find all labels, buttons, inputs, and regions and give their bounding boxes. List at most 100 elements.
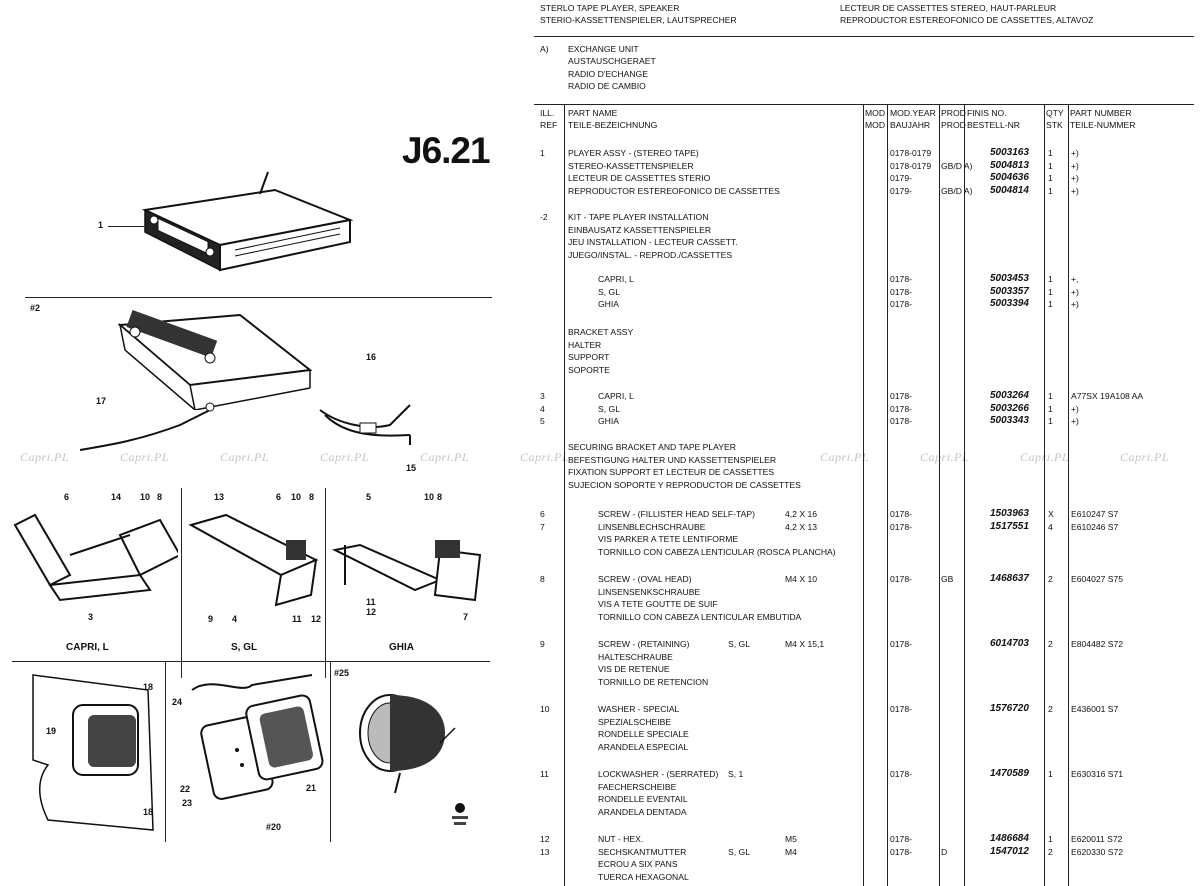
label-17: 17 xyxy=(96,396,107,406)
row-24-ref: 7 xyxy=(540,521,545,532)
row-2-qty: 1 xyxy=(1048,160,1053,171)
row-31-name: SCREW - (RETAINING) xyxy=(598,639,690,649)
row-26-name: TORNILLO CON CABEZA LENTICULAR (ROSCA PL… xyxy=(598,546,836,557)
label-c13: 13 xyxy=(214,492,225,502)
row-10-finis: 5003357 xyxy=(990,285,1029,297)
label-c10: 10 xyxy=(291,492,302,502)
tape-player-drawing xyxy=(140,170,360,280)
row-31-finis: 6014703 xyxy=(990,638,1029,649)
row-29-name: VIS A TETE GOUTTE DE SUIF xyxy=(598,599,718,609)
row-2-year: 0178-0179 xyxy=(890,160,932,171)
row-44-finis: 1547012 xyxy=(990,845,1029,857)
row-31-mod: S, GL xyxy=(728,639,750,649)
row-3-year: 0179- xyxy=(890,173,912,183)
label-d11: 11 xyxy=(366,597,376,607)
label-s22: 22 xyxy=(180,784,191,794)
rule-table-top xyxy=(534,104,1194,105)
label-d7: 7 xyxy=(463,612,469,622)
label-b6: 6 xyxy=(64,492,70,502)
row-41-name: RONDELLE EVENTAIL xyxy=(598,794,688,804)
row-2-prod: GB/D A) xyxy=(941,160,973,171)
row-24-qty: 4 xyxy=(1048,521,1053,532)
row-27-prod: GB xyxy=(941,574,954,584)
caption-capri: CAPRI, L xyxy=(66,642,109,653)
row-39-mod: S, 1 xyxy=(728,769,744,779)
row-33-name: VIS DE RETENUE xyxy=(598,664,670,674)
watermark-1: Capri.PL xyxy=(20,450,70,464)
watermark-6: Capri.PL xyxy=(520,450,570,464)
watermark-8: Capri.PL xyxy=(920,450,970,464)
row-18-qty: 1 xyxy=(1048,416,1053,426)
row-1-qty: 1 xyxy=(1048,148,1053,158)
row-39-ref: 11 xyxy=(540,769,549,779)
row-9-qty: 1 xyxy=(1048,274,1053,284)
row-23-ref: 6 xyxy=(540,509,545,519)
row-2-name: STEREO-KASSETTENSPIELER xyxy=(568,160,694,171)
header-mod-2: MOD xyxy=(865,120,886,130)
row-13-name: HALTER xyxy=(568,339,602,350)
row-1-finis: 5003163 xyxy=(990,147,1029,158)
row-10-part: +) xyxy=(1071,286,1079,297)
header-name-1: PART NAME xyxy=(568,108,618,118)
row-44-qty: 2 xyxy=(1048,846,1053,857)
row-10-name: S, GL xyxy=(598,286,620,297)
label-d10: 10 xyxy=(424,492,435,502)
header-year-1: MOD.YEAR xyxy=(890,108,936,118)
watermark-5: Capri.PL xyxy=(420,450,470,464)
row-24-name: LINSENBLECHSCHRAUBE xyxy=(598,521,706,532)
watermark-10: Capri.PL xyxy=(1120,450,1170,464)
row-27-ref: 8 xyxy=(540,574,545,584)
row-27-name: SCREW - (OVAL HEAD) xyxy=(598,574,692,584)
row-16-part: A77SX 19A108 AA xyxy=(1071,391,1144,401)
wiring-drawing xyxy=(70,395,430,465)
col-line-1 xyxy=(564,105,565,886)
row-23-year: 0178- xyxy=(890,509,912,519)
row-23-part: E610247 S7 xyxy=(1071,509,1119,519)
row-44-name: SECHSKANTMUTTER xyxy=(598,846,687,857)
row-9-part: +, xyxy=(1071,274,1079,284)
label-d8: 8 xyxy=(437,492,443,502)
row-43-finis: 1486684 xyxy=(990,833,1029,844)
row-37-name: RONDELLE SPECIALE xyxy=(598,729,689,739)
label-s18b: 18 xyxy=(143,807,154,817)
header-name: PART NAME TEILE-BEZEICHNUNG xyxy=(568,107,657,131)
row-11-part: +) xyxy=(1071,299,1079,309)
caption-sgl: S, GL xyxy=(231,642,258,653)
row-20-name: BEFESTIGUNG HALTER UND KASSETTENSPIELER xyxy=(568,454,777,465)
row-4-part: +) xyxy=(1071,185,1079,196)
speaker-panel-drawing xyxy=(28,670,163,835)
row-36-name: SPEZIALSCHEIBE xyxy=(598,716,672,727)
row-39-finis: 1470589 xyxy=(990,768,1029,779)
row-35-finis: 1576720 xyxy=(990,703,1029,714)
col-line-5 xyxy=(964,105,965,886)
watermark-3: Capri.PL xyxy=(220,450,270,464)
row-6-name: EINBAUSATZ KASSETTENSPIELER xyxy=(568,224,712,235)
caption-ghia: GHIA xyxy=(389,642,414,653)
col-line-4 xyxy=(939,105,940,886)
divider-v4 xyxy=(330,662,331,842)
header-name-2: TEILE-BEZEICHNUNG xyxy=(568,120,658,130)
row-9-year: 0178- xyxy=(890,274,912,284)
row-18-year: 0178- xyxy=(890,416,912,426)
row-16-name: CAPRI, L xyxy=(598,391,634,401)
bracket-capri-drawing xyxy=(10,495,178,605)
row-38-name: ARANDELA ESPECIAL xyxy=(598,741,689,752)
exchange-marker: A) xyxy=(540,44,549,54)
row-11-year: 0178- xyxy=(890,299,912,309)
label-d5: 5 xyxy=(366,492,372,502)
row-5-ref: -2 xyxy=(540,212,548,222)
row-43-part: E620011 S72 xyxy=(1071,834,1123,844)
label-1: 1 xyxy=(98,220,104,230)
label-s21: 21 xyxy=(306,783,317,793)
bracket-sgl-drawing xyxy=(186,505,322,610)
row-3-qty: 1 xyxy=(1048,173,1053,183)
col-line-2 xyxy=(863,105,864,886)
row-35-part: E436001 S7 xyxy=(1071,704,1119,714)
watermark-4: Capri.PL xyxy=(320,450,370,464)
row-2-finis: 5004813 xyxy=(990,159,1029,171)
row-30-name: TORNILLO CON CABEZA LENTICULAR EMBUTIDA xyxy=(598,611,802,622)
label-d12: 12 xyxy=(366,607,377,617)
row-44-prod: D xyxy=(941,846,948,857)
